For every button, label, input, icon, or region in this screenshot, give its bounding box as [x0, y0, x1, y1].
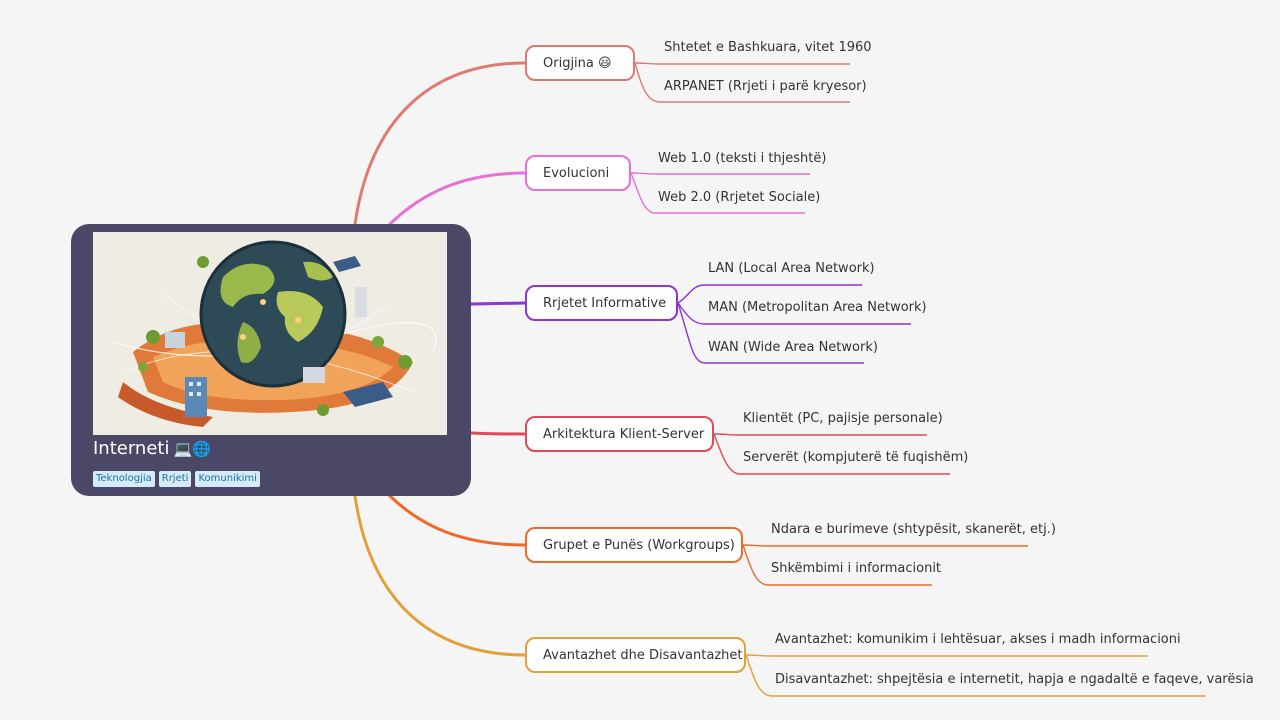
leaf-lan[interactable]: LAN (Local Area Network): [708, 261, 875, 276]
leaf-shtetet-e-bashkuara[interactable]: Shtetet e Bashkuara, vitet 1960: [664, 40, 872, 55]
leaf-connector: [713, 433, 950, 475]
branch-connector: [388, 171, 527, 226]
leaf-connector: [677, 302, 911, 325]
central-topic-title-text: Interneti: [93, 438, 170, 459]
leaf-serveret[interactable]: Serverët (kompjuterë të fuqishëm): [743, 450, 969, 465]
leaf-connector: [742, 544, 1028, 547]
tag-komunikimi[interactable]: Komunikimi: [195, 471, 260, 487]
leaf-connector: [630, 172, 810, 175]
branch-origjina[interactable]: Origjina 😃: [525, 45, 635, 81]
branch-evolucioni[interactable]: Evolucioni: [525, 155, 631, 191]
branch-arkitektura-klient-server[interactable]: Arkitektura Klient-Server: [525, 416, 714, 452]
leaf-man[interactable]: MAN (Metropolitan Area Network): [708, 300, 927, 315]
globe-illustration-icon: [93, 232, 447, 435]
central-topic-card[interactable]: Interneti💻🌐 Teknologjia Rrjeti Komunikim…: [71, 224, 471, 496]
leaf-disavantazhet[interactable]: Disavantazhet: shpejtësia e internetit, …: [775, 672, 1254, 687]
earth-network-illustration: [93, 232, 447, 435]
leaf-connector: [677, 284, 862, 304]
leaf-web-1[interactable]: Web 1.0 (teksti i thjeshtë): [658, 151, 827, 166]
leaf-connector: [677, 302, 864, 364]
branch-grupet-e-punes[interactable]: Grupet e Punës (Workgroups): [525, 527, 743, 563]
leaf-connector: [630, 172, 805, 214]
branch-rrjetet-informative[interactable]: Rrjetet Informative: [525, 285, 678, 321]
leaf-connector: [713, 433, 927, 436]
central-topic-title: Interneti💻🌐: [93, 438, 211, 459]
leaf-avantazhet[interactable]: Avantazhet: komunikim i lehtësuar, akses…: [775, 632, 1181, 647]
leaf-connector: [745, 654, 1148, 657]
leaf-web-2[interactable]: Web 2.0 (Rrjetet Sociale): [658, 190, 821, 205]
branch-connector: [469, 301, 527, 306]
leaf-shkembimi-i-informacionit[interactable]: Shkëmbimi i informacionit: [771, 561, 942, 576]
leaf-klientet[interactable]: Klientët (PC, pajisje personale): [743, 411, 943, 426]
topic-tags: Teknologjia Rrjeti Komunikimi: [93, 471, 260, 487]
leaf-connector: [742, 544, 932, 586]
leaf-wan[interactable]: WAN (Wide Area Network): [708, 340, 878, 355]
branch-avantazhet-dhe-disavantazhet[interactable]: Avantazhet dhe Disavantazhet: [525, 637, 746, 673]
leaf-arpanet[interactable]: ARPANET (Rrjeti i parë kryesor): [664, 79, 867, 94]
branch-connector: [469, 431, 527, 436]
leaf-connector: [634, 62, 850, 103]
branch-connector: [353, 61, 527, 226]
leaf-connector: [634, 62, 850, 65]
leaf-connector: [745, 654, 1206, 697]
laptop-globe-icon: 💻🌐: [173, 440, 211, 458]
branch-connector: [388, 494, 527, 547]
leaf-ndara-e-burimeve[interactable]: Ndara e burimeve (shtypësit, skanerët, e…: [771, 522, 1056, 537]
tag-rrjeti[interactable]: Rrjeti: [158, 471, 192, 487]
branch-connector: [353, 494, 527, 657]
tag-teknologjia[interactable]: Teknologjia: [93, 471, 155, 487]
